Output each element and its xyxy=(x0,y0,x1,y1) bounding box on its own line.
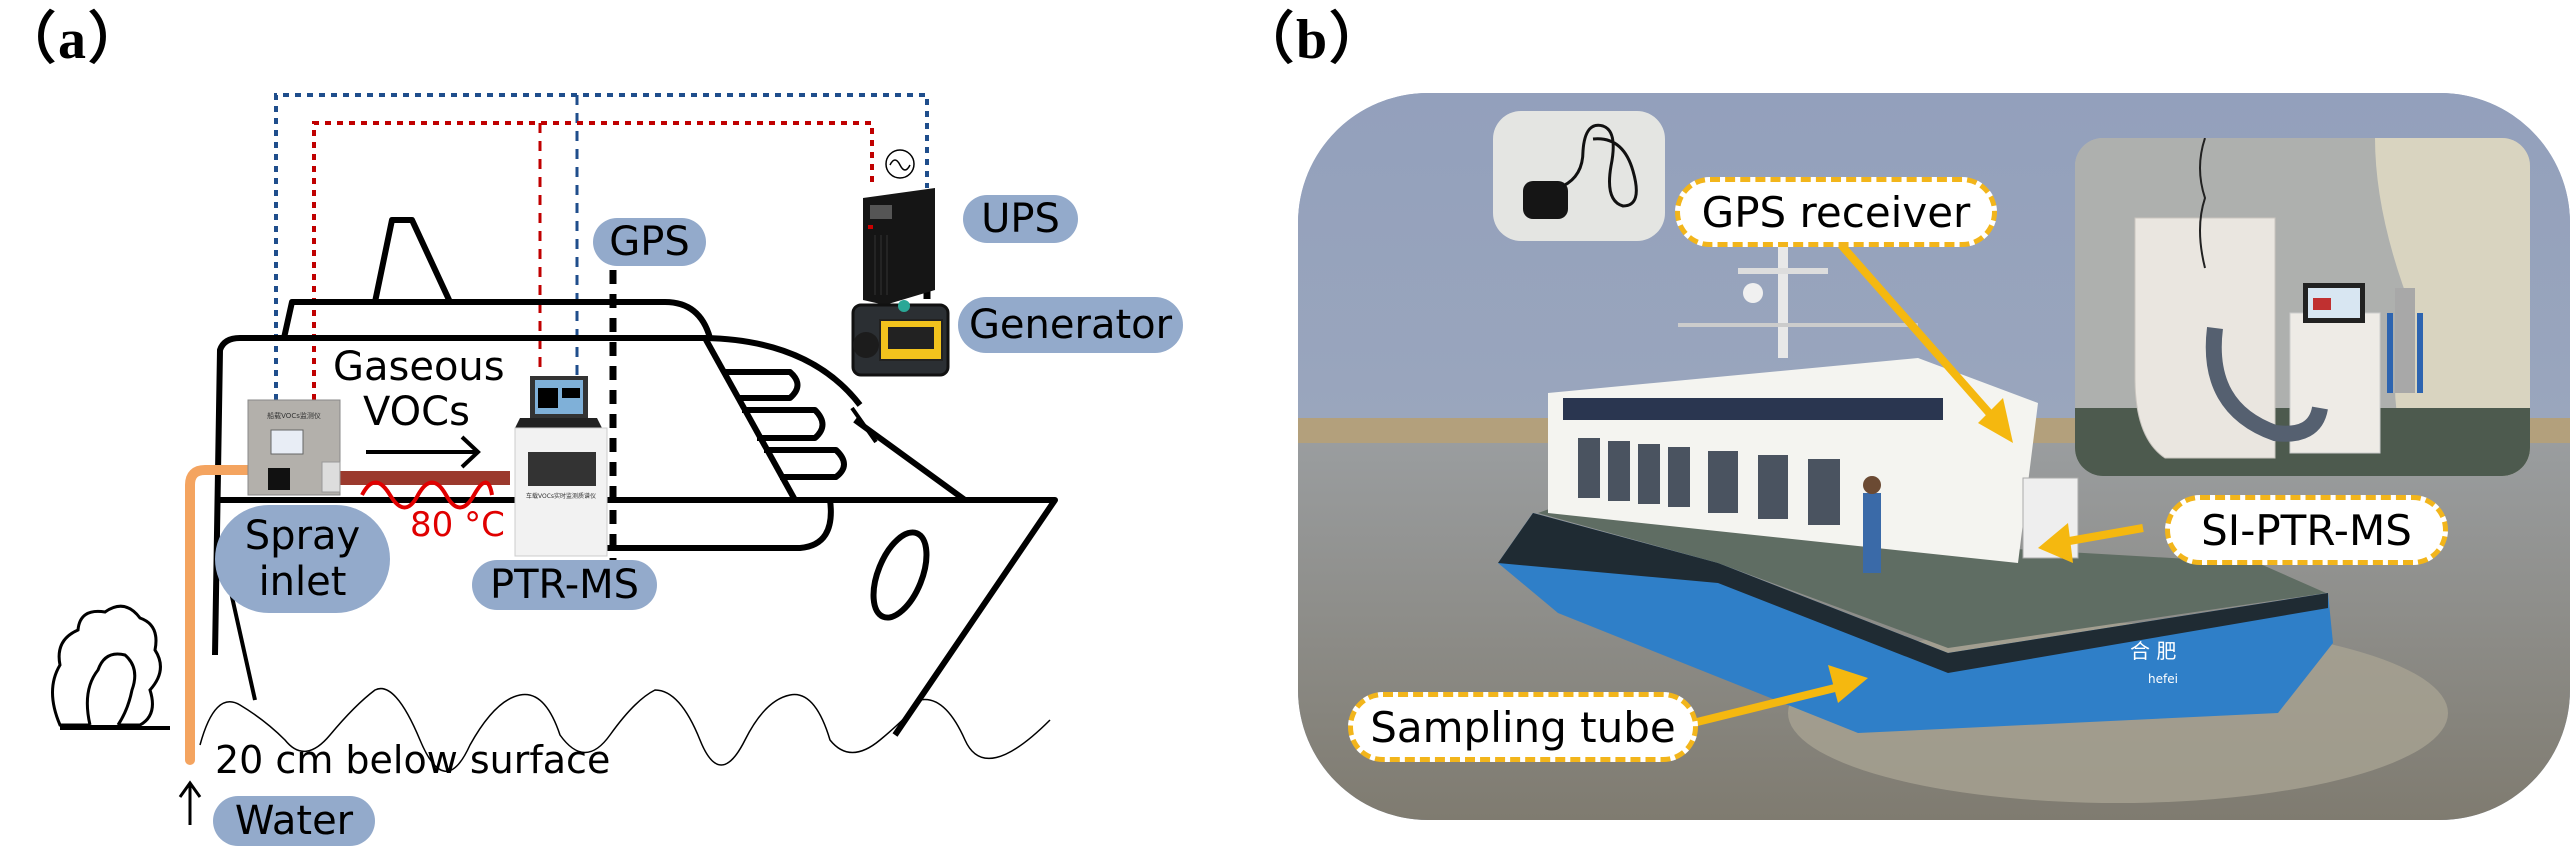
ship-cabin-front xyxy=(702,336,798,502)
ptr-ms-device-text: 车载VOCs实时监测质谱仪 xyxy=(526,492,596,500)
ptr-ms-device-icon xyxy=(514,376,608,557)
ptr-ms-label: PTR-MS xyxy=(472,560,657,610)
gaseous-vocs-line-1: Gaseous xyxy=(333,344,505,390)
si-ptr-ms-callout: SI-PTR-MS xyxy=(2165,495,2448,565)
ship-deck-bow xyxy=(215,497,1058,737)
panel-label-b: （b） xyxy=(1238,9,1388,71)
gps-antenna-inset xyxy=(1493,111,1665,241)
schematic-diagram: 船载VOCs监测仪 车载VOCs实时监测质谱仪 xyxy=(51,93,1058,825)
water-inflow-arrow-icon xyxy=(178,780,202,825)
cabin-window-2 xyxy=(742,407,826,441)
heated-transfer-line xyxy=(340,471,510,485)
ship-windshield xyxy=(853,417,967,503)
cabin-window-3 xyxy=(764,447,847,480)
ups-unit-icon xyxy=(863,188,935,305)
gaseous-vocs-label: Gaseous VOCs xyxy=(333,345,505,435)
ship-bow-rail xyxy=(540,497,834,551)
porthole xyxy=(870,529,930,621)
spray-inlet-label: Spray inlet xyxy=(215,505,390,613)
water-surface-waves xyxy=(199,687,1051,772)
sampling-tube-arrowhead xyxy=(1828,665,1868,703)
onboard-instrument-scene xyxy=(2075,138,2530,476)
wake-splash-icon xyxy=(51,604,170,730)
red-dotted-line-main xyxy=(312,121,874,400)
gps-label: GPS xyxy=(593,218,706,266)
cabin-window-1 xyxy=(722,369,801,401)
panel-label-a: （a） xyxy=(0,9,146,71)
sampling-tube-arrow xyxy=(1692,682,1844,727)
hull-pinyin: hefei xyxy=(2148,672,2178,686)
ship-cabin-roof xyxy=(212,335,863,656)
spray-inlet-line-1: Spray xyxy=(244,513,361,559)
sampling-tube-callout: Sampling tube xyxy=(1348,692,1698,762)
heater-coil-icon xyxy=(360,480,494,510)
temperature-label: 80 °C xyxy=(410,505,505,545)
callout-arrows xyxy=(1692,235,2144,727)
si-ptr-ms-arrow xyxy=(2057,524,2144,547)
generator-label: Generator xyxy=(958,297,1183,353)
gps-receiver-callout: GPS receiver xyxy=(1675,177,1997,247)
ups-label: UPS xyxy=(963,195,1078,243)
generator-icon xyxy=(851,300,950,377)
onboard-instrument-inset xyxy=(2075,138,2530,476)
gaseous-vocs-line-2: VOCs xyxy=(363,389,470,435)
depth-label: 20 cm below surface xyxy=(215,738,611,782)
gps-receiver-arrowhead xyxy=(1978,398,2013,443)
si-ptr-ms-arrowhead xyxy=(2038,523,2073,563)
ac-source-icon xyxy=(885,149,915,179)
gas-flow-arrow-icon xyxy=(366,435,481,469)
field-photo: 合 肥 hefei xyxy=(1298,93,2570,820)
ship-outline xyxy=(212,217,1058,737)
water-label: Water xyxy=(213,796,375,846)
spray-inlet-device-text: 船载VOCs监测仪 xyxy=(267,411,321,420)
gps-antenna-icon xyxy=(1523,123,1638,219)
spray-inlet-device-icon xyxy=(247,399,341,496)
red-wiring xyxy=(312,121,874,400)
gps-receiver-arrow xyxy=(1831,235,2002,426)
sampling-tube xyxy=(185,465,255,765)
ship-upper-deck xyxy=(281,299,713,339)
ship-mast xyxy=(372,217,453,304)
spray-inlet-line-2: inlet xyxy=(258,559,347,605)
hull-chars: 合 肥 xyxy=(2130,639,2176,663)
boat: 合 肥 hefei xyxy=(1498,238,2333,733)
